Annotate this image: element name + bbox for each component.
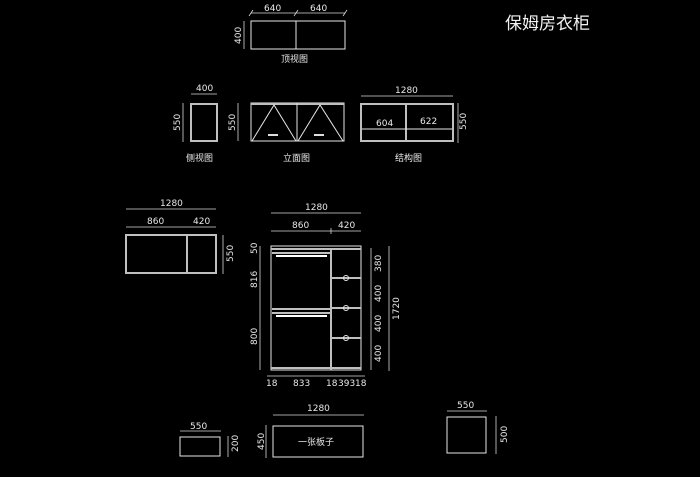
knob-icon (343, 275, 349, 281)
hanging-rod-lower (276, 315, 327, 317)
dim-label: 1720 (392, 297, 402, 320)
dim-tick (342, 9, 348, 17)
dim-label: 420 (193, 217, 210, 227)
dim-label: 1280 (395, 86, 418, 96)
dim-label: 622 (420, 117, 437, 127)
dim-label: 500 (500, 426, 510, 443)
board-view: 一张板子 1280 450 (257, 404, 364, 458)
elevation-view: 550 立面图 (228, 102, 345, 164)
dim-label: 550 (228, 114, 238, 131)
view-caption: 结构图 (395, 152, 422, 164)
square-box-view: 550 500 (446, 401, 510, 454)
dim-label: 1280 (160, 199, 183, 209)
dim-tick (293, 9, 299, 17)
dim-label: 550 (173, 114, 183, 131)
small-box-outline (179, 436, 221, 457)
handle-right (314, 134, 324, 136)
dim-label: 18 (266, 379, 278, 389)
dim-label: 200 (231, 435, 241, 452)
dim-label: 400 (196, 84, 213, 94)
dim-label: 450 (257, 433, 267, 450)
plan-outline (125, 234, 217, 274)
structure-view: 604 622 1280 550 结构图 (360, 86, 469, 164)
dim-label: 860 (147, 217, 164, 227)
dim-label: 550 (226, 245, 236, 262)
view-caption: 侧视图 (186, 152, 213, 164)
dim-label: 604 (376, 119, 393, 129)
dim-label: 800 (250, 328, 260, 345)
board-label: 一张板子 (298, 436, 334, 448)
view-caption: 顶视图 (281, 53, 308, 65)
dim-label: 400 (374, 285, 384, 302)
dim-label: 1280 (305, 203, 328, 213)
dim-label: 420 (338, 221, 355, 231)
top-view-outline (250, 20, 346, 50)
dim-label: 640 (310, 4, 327, 14)
dim-tick (248, 9, 254, 17)
dim-label: 860 (292, 221, 309, 231)
dim-label: 1280 (307, 404, 330, 414)
knob-icon (343, 305, 349, 311)
dim-label: 833 (293, 379, 310, 389)
door-swing-right (297, 104, 344, 142)
dim-label: 18 (355, 379, 367, 389)
dim-label: 550 (459, 113, 469, 130)
dim-label: 393 (338, 379, 355, 389)
dim-label: 400 (374, 345, 384, 362)
small-box-view: 550 200 (179, 422, 241, 457)
dim-label: 550 (190, 422, 207, 432)
side-view: 400 550 侧视图 (173, 84, 218, 164)
main-cabinet: 1280 860 420 50 816 800 380 400 400 400 … (250, 203, 402, 389)
dim-label: 550 (457, 401, 474, 411)
plan-view: 1280 860 420 550 (125, 199, 236, 274)
door-swing-left (251, 104, 297, 142)
hanging-rod-upper (276, 255, 327, 257)
dim-label: 380 (374, 255, 384, 272)
dim-label: 816 (250, 271, 260, 288)
dim-label: 640 (264, 4, 281, 14)
side-view-outline (190, 103, 218, 142)
dim-label: 18 (326, 379, 338, 389)
handle-left (268, 134, 278, 136)
square-box-outline (446, 416, 487, 454)
view-caption: 立面图 (283, 152, 310, 164)
dim-label: 400 (374, 315, 384, 332)
knob-icon (343, 335, 349, 341)
board-outline (272, 425, 364, 458)
dim-label: 50 (250, 242, 260, 254)
dim-label: 400 (234, 27, 244, 44)
top-view: 640 640 400 顶视图 (234, 4, 348, 65)
drawing-title: 保姆房衣柜 (505, 14, 590, 34)
